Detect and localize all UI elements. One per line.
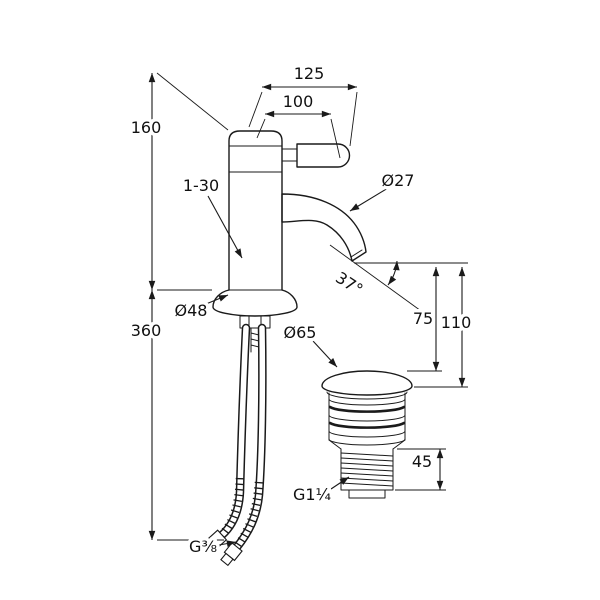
- hose-right-core: [234, 325, 266, 550]
- dim-label-waste-diameter: Ø65: [284, 323, 317, 342]
- waste-tail-end: [348, 489, 386, 499]
- waste-ring-1: [328, 398, 406, 406]
- dim-label-outlet-height-outer: 110: [441, 313, 472, 332]
- leader-g114: [330, 476, 350, 490]
- dim-label-base-diameter: Ø48: [175, 301, 208, 320]
- supply-hoses: [203, 323, 267, 567]
- waste-tail-threads: [340, 452, 394, 487]
- dimension-labels: 125 100 160 1-30 Ø27 37° Ø48 360 Ø65 75 …: [127, 61, 475, 560]
- base-flange: [212, 289, 298, 317]
- dim-label-outlet-height-inner: 75: [413, 309, 433, 328]
- waste-cap-rim: [326, 391, 408, 400]
- dim-label-installation-depth: 360: [131, 321, 162, 340]
- dimension-lines: [148, 73, 466, 547]
- dim-label-mounting-thickness: 1-30: [183, 176, 219, 195]
- dim-label-spout-angle: 37°: [332, 268, 366, 299]
- spout-aerator-line: [350, 249, 363, 258]
- dim-label-supply-hose-thread: G⅜: [189, 537, 217, 556]
- leader-d48: [205, 294, 229, 305]
- waste-body-sides: [328, 392, 406, 441]
- lever-handle: [281, 143, 351, 168]
- lever-neck: [281, 148, 298, 162]
- waste-slot-2: [328, 421, 406, 429]
- hose-left-fitting: [203, 529, 228, 553]
- lever-grip: [296, 143, 351, 168]
- flange-outline: [212, 289, 298, 317]
- dim-label-overall-width: 125: [294, 64, 325, 83]
- spout-outline: [281, 193, 367, 262]
- dim-label-spout-reach: 100: [283, 92, 314, 111]
- waste-ring-3: [328, 430, 406, 438]
- dim-label-spout-diameter: Ø27: [382, 171, 415, 190]
- dim-label-waste-thread-length: 45: [412, 452, 432, 471]
- body-outline: [228, 130, 283, 291]
- leader-d65: [312, 340, 338, 368]
- waste-cap-dome: [321, 370, 413, 396]
- angle-arc-37: [387, 260, 400, 286]
- dim-label-waste-outlet-thread: G1¼: [293, 485, 331, 504]
- leader-g38: [218, 540, 237, 547]
- extension-lines: [156, 72, 468, 541]
- waste-slot-1: [328, 405, 406, 413]
- leader-d27: [349, 187, 389, 212]
- popup-waste: [321, 370, 413, 499]
- spout: [281, 193, 367, 262]
- dim-label-spout-height: 160: [131, 118, 162, 137]
- waste-ring-4: [328, 438, 406, 446]
- faucet-body: [228, 130, 283, 291]
- hose-right-fitting: [220, 542, 243, 567]
- waste-shoulder: [328, 439, 406, 450]
- waste-ring-2: [328, 414, 406, 422]
- leader-1-30: [207, 195, 243, 259]
- threaded-stud: [250, 327, 260, 353]
